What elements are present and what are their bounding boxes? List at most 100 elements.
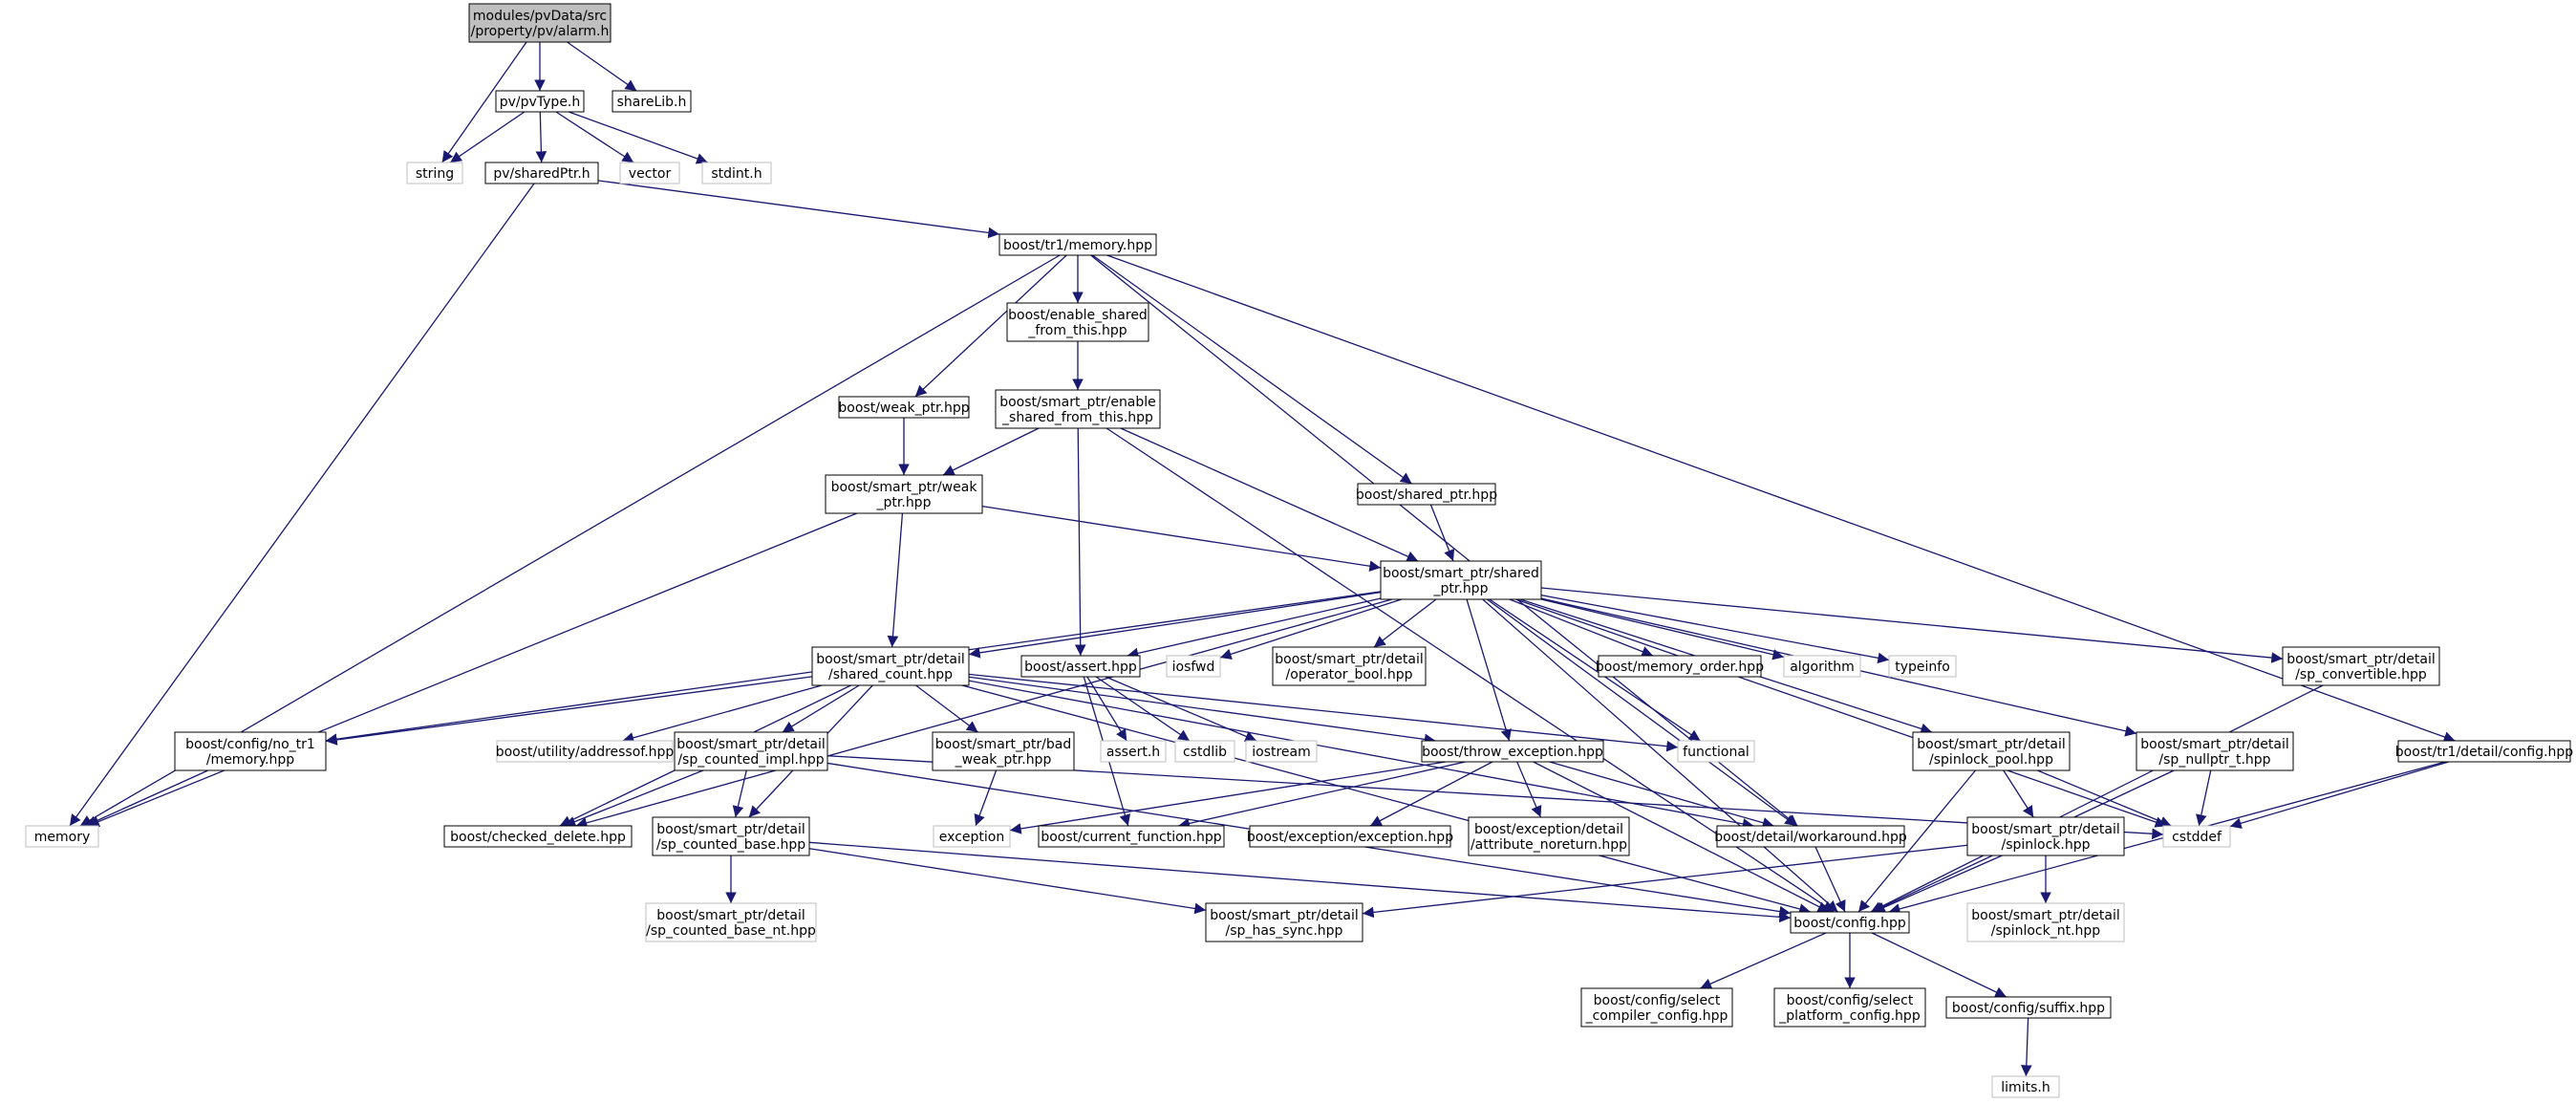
node-sp_counted_impl[interactable]: boost/smart_ptr/detail/sp_counted_impl.h… (674, 731, 828, 771)
node-spinlock_nt[interactable]: boost/smart_ptr/detail/spinlock_nt.hpp (1966, 902, 2125, 942)
node-workaround[interactable]: boost/detail/workaround.hpp (1714, 825, 1907, 848)
node-weak_ptr[interactable]: boost/weak_ptr.hpp (838, 396, 970, 419)
node-label: memory (34, 830, 91, 845)
node-select_platform[interactable]: boost/config/select_platform_config.hpp (1773, 987, 1926, 1028)
node-sp_counted_base[interactable]: boost/smart_ptr/detail/sp_counted_base.h… (652, 816, 810, 856)
node-sp_shared[interactable]: boost/smart_ptr/shared_ptr.hpp (1380, 560, 1542, 600)
node-throw_exception[interactable]: boost/throw_exception.hpp (1421, 740, 1604, 763)
node-exception[interactable]: exception (933, 825, 1011, 848)
node-current_function[interactable]: boost/current_function.hpp (1038, 825, 1225, 848)
node-vector[interactable]: vector (619, 162, 680, 184)
node-label: boost/smart_ptr/detail (676, 737, 825, 752)
node-no_tr1[interactable]: boost/config/no_tr1/memory.hpp (174, 731, 327, 771)
node-exc_exception[interactable]: boost/exception/exception.hpp (1247, 825, 1453, 848)
node-box (652, 816, 810, 856)
node-shared_ptr[interactable]: boost/shared_ptr.hpp (1356, 483, 1497, 506)
node-label: algorithm (1790, 660, 1855, 675)
edge-tr1config-to-cstddef (2229, 761, 2449, 829)
node-limits[interactable]: limits.h (1991, 1075, 2060, 1098)
node-box (1966, 902, 2125, 942)
edge-sp_shared-to-functional (1489, 598, 1701, 742)
node-operator_bool[interactable]: boost/smart_ptr/detail/operator_bool.hpp (1272, 646, 1427, 686)
node-tr1memory[interactable]: boost/tr1/memory.hpp (998, 233, 1157, 256)
edge-spinlock-to-has_sync (1362, 844, 1968, 919)
node-label: boost/smart_ptr/enable (999, 395, 1156, 410)
node-box (1945, 996, 2112, 1019)
node-label: typeinfo (1895, 660, 1950, 675)
node-box (838, 396, 970, 419)
node-alarm[interactable]: modules/pvData/src/property/pv/alarm.h (468, 3, 612, 43)
edge-sp_shared-to-assert (1127, 597, 1382, 660)
edge-config-to-select_compiler (1700, 932, 1827, 989)
node-box (619, 162, 680, 184)
node-label: /sp_convertible.hpp (2295, 667, 2427, 682)
node-label: boost/enable_shared (1008, 308, 1148, 323)
edge-tr1memory-to-weak_ptr (914, 254, 1067, 398)
node-label: _compiler_config.hpp (1585, 1008, 1728, 1024)
node-memory_order[interactable]: boost/memory_order.hpp (1596, 655, 1764, 678)
node-box (1991, 1075, 2060, 1098)
node-enable_shared[interactable]: boost/enable_shared_from_this.hpp (1006, 302, 1149, 342)
node-iosfwd[interactable]: iosfwd (1166, 655, 1221, 678)
node-select_compiler[interactable]: boost/config/select_compiler_config.hpp (1580, 987, 1733, 1028)
node-box (932, 731, 1075, 771)
edge-shared_count-to-addressof (622, 684, 823, 744)
node-label: boost/smart_ptr/detail (1275, 652, 1423, 667)
node-box (645, 902, 817, 942)
node-box (1038, 825, 1225, 848)
node-box (1773, 987, 1926, 1028)
edge-assert-to-cstdlib (1095, 676, 1191, 742)
node-box (468, 3, 612, 43)
node-has_sync[interactable]: boost/smart_ptr/detail/sp_has_sync.hpp (1205, 902, 1363, 942)
edge-shared_count-to-no_tr1 (325, 676, 813, 746)
edge-suffix-to-limits (2020, 1017, 2032, 1077)
edge-assert-to-iostream (1105, 676, 1257, 742)
node-stdint[interactable]: stdint.h (701, 162, 772, 184)
edge-throw_exception-to-exception (1009, 761, 1447, 834)
edge-shared_count-to-throw_exception (968, 676, 1436, 746)
node-cstdlib[interactable]: cstdlib (1174, 740, 1235, 763)
node-label: boost/config/select (1594, 993, 1721, 1008)
node-assert_h[interactable]: assert.h (1100, 740, 1167, 763)
node-memory[interactable]: memory (25, 825, 99, 848)
edge-config-to-suffix (1871, 932, 2007, 998)
node-tr1config[interactable]: boost/tr1/detail/config.hpp (2395, 740, 2574, 763)
node-sharedPtr[interactable]: pv/sharedPtr.h (484, 162, 599, 184)
node-addressof[interactable]: boost/utility/addressof.hpp (496, 740, 675, 763)
node-config[interactable]: boost/config.hpp (1790, 911, 1910, 934)
node-suffix[interactable]: boost/config/suffix.hpp (1945, 996, 2112, 1019)
node-algorithm[interactable]: algorithm (1783, 655, 1861, 678)
node-box (496, 740, 674, 763)
node-label: modules/pvData/src (473, 9, 607, 24)
node-sp_weak[interactable]: boost/smart_ptr/weak_ptr.hpp (825, 474, 983, 514)
node-iostream[interactable]: iostream (1245, 740, 1318, 763)
node-spinlock[interactable]: boost/smart_ptr/detail/spinlock.hpp (1966, 816, 2125, 856)
node-base_nt[interactable]: boost/smart_ptr/detail/sp_counted_base_n… (645, 902, 817, 942)
node-sp_enable_shared[interactable]: boost/smart_ptr/enable_shared_from_this.… (995, 389, 1161, 429)
node-label: boost/assert.hpp (1024, 660, 1137, 675)
node-sp_convertible[interactable]: boost/smart_ptr/detail/sp_convertible.hp… (2282, 646, 2440, 686)
node-bad_weak[interactable]: boost/smart_ptr/bad_weak_ptr.hpp (932, 731, 1075, 771)
node-assert[interactable]: boost/assert.hpp (1020, 655, 1141, 678)
node-label: _weak_ptr.hpp (955, 752, 1052, 768)
node-functional[interactable]: functional (1677, 740, 1755, 763)
edge-shared_ptr-to-sp_shared (1429, 504, 1455, 562)
edge-tr1memory-to-workaround (1090, 254, 1798, 827)
node-shareLib[interactable]: shareLib.h (612, 90, 692, 113)
node-attr_noreturn[interactable]: boost/exception/detail/attribute_noretur… (1468, 816, 1630, 856)
node-sp_nullptr[interactable]: boost/smart_ptr/detail/sp_nullptr_t.hpp (2136, 731, 2294, 771)
node-string[interactable]: string (406, 162, 463, 184)
node-pvType[interactable]: pv/pvType.h (495, 90, 585, 113)
node-typeinfo[interactable]: typeinfo (1888, 655, 1957, 678)
edge-sp_nullptr-to-cstddef (2196, 769, 2212, 827)
node-box (1020, 655, 1141, 678)
node-spinlock_pool[interactable]: boost/smart_ptr/detail/spinlock_pool.hpp (1912, 731, 2071, 771)
node-label: /spinlock_pool.hpp (1929, 752, 2053, 768)
node-shared_count[interactable]: boost/smart_ptr/detail/shared_count.hpp (811, 646, 970, 686)
node-label: _from_this.hpp (1027, 323, 1127, 338)
node-box (1166, 655, 1221, 678)
node-cstddef[interactable]: cstddef (2162, 825, 2231, 848)
node-box (25, 825, 99, 848)
node-checked_delete[interactable]: boost/checked_delete.hpp (443, 825, 633, 848)
node-label: _ptr.hpp (876, 495, 932, 510)
